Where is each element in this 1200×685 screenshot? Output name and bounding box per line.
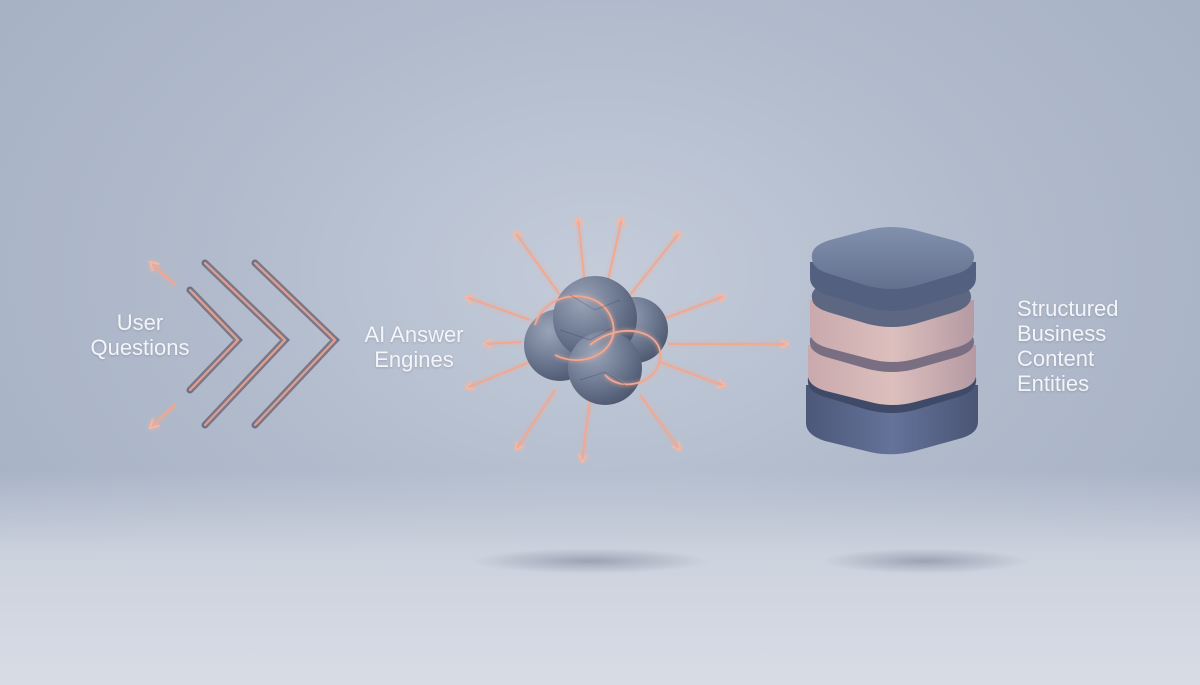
label-structured-line-2: Business [1017, 321, 1107, 346]
label-structured-content: Structured Business Content Entities [1017, 296, 1147, 396]
label-structured-line-1: Structured [1017, 296, 1119, 321]
label-structured-line-4: Entities [1017, 371, 1090, 396]
label-user-questions: User Questions [84, 310, 196, 360]
floor-gradient [0, 470, 1200, 685]
chevron-arrows-icon [148, 259, 340, 430]
radiating-arrows-icon [464, 216, 790, 464]
label-user-questions-line-1: User [116, 310, 164, 335]
stack-shadow [820, 548, 1030, 574]
label-structured-line-3: Content [1017, 346, 1095, 371]
label-user-questions-line-2: Questions [90, 335, 190, 360]
label-ai-answer-engines-line-1: AI Answer [364, 322, 464, 347]
label-ai-answer-engines-line-2: Engines [374, 347, 454, 372]
label-ai-answer-engines: AI Answer Engines [356, 322, 472, 372]
stacked-layers-icon [806, 227, 978, 455]
sphere-cluster-icon [524, 276, 668, 405]
cluster-shadow [470, 548, 710, 574]
